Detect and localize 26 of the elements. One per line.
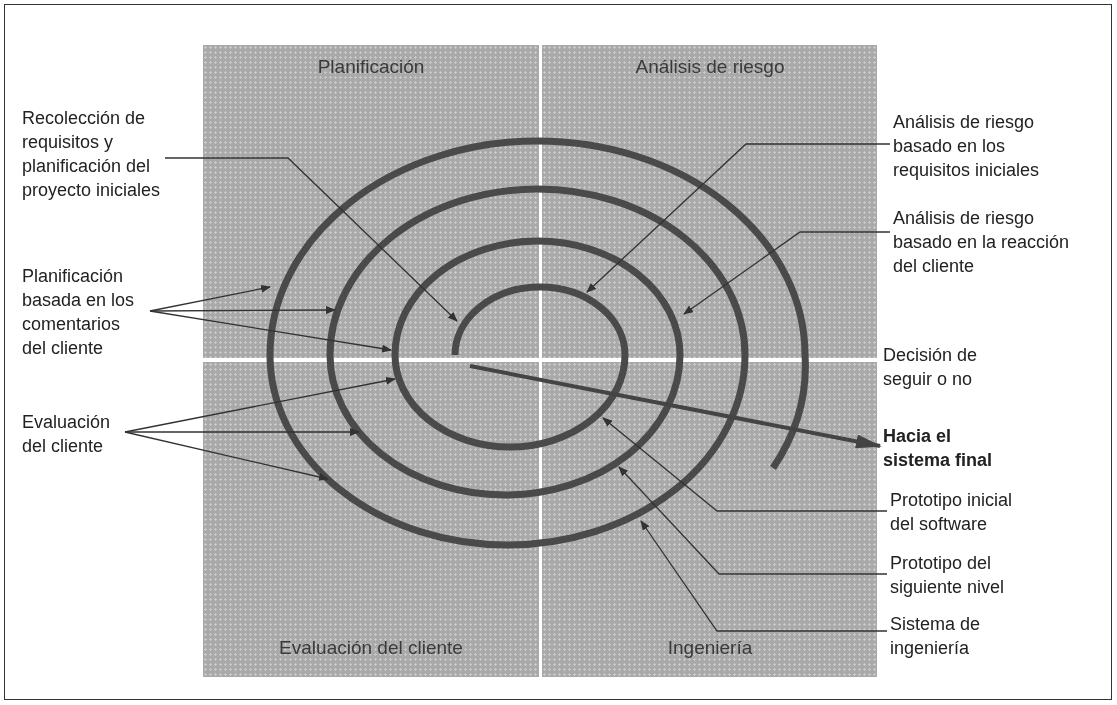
callout-text: Evaluación del cliente — [22, 410, 122, 458]
quadrant-title: Evaluación del cliente — [279, 637, 463, 659]
callout-text: Planificación basada en los comentarios del cliente — [22, 264, 147, 360]
leader-line — [602, 417, 888, 512]
leader-line — [640, 520, 888, 632]
note-text: Decisión de seguir o no — [883, 344, 979, 391]
quadrant-title: Ingeniería — [667, 637, 753, 659]
leader-line — [164, 157, 458, 322]
callout-text: Prototipo del siguiente nivel — [890, 551, 1030, 599]
leader-line — [124, 428, 360, 436]
callout-text: Análisis de riesgo basado en los requisitos iniciales — [893, 110, 1078, 182]
quadrant-title: Análisis de riesgo — [635, 56, 785, 78]
leader-line — [149, 310, 392, 353]
callout-text: Prototipo inicial del software — [890, 488, 1040, 536]
leader-line — [683, 231, 891, 315]
callout-text: Hacia el sistema final — [883, 424, 1013, 472]
quadrant-title: Planificación — [317, 56, 425, 78]
leader-line — [124, 431, 329, 481]
leader-line — [618, 466, 888, 575]
arrow — [469, 364, 882, 449]
callout-text: Análisis de riesgo basado en la reacción del cliente — [893, 206, 1078, 278]
leader-line — [586, 143, 891, 293]
callout-text: Sistema de ingeniería — [890, 612, 1000, 660]
spiral-drawing — [266, 137, 809, 549]
leader-line — [149, 306, 336, 315]
callout-text: Recolección de requisitos y planificación del proyecto iniciales — [22, 106, 162, 202]
